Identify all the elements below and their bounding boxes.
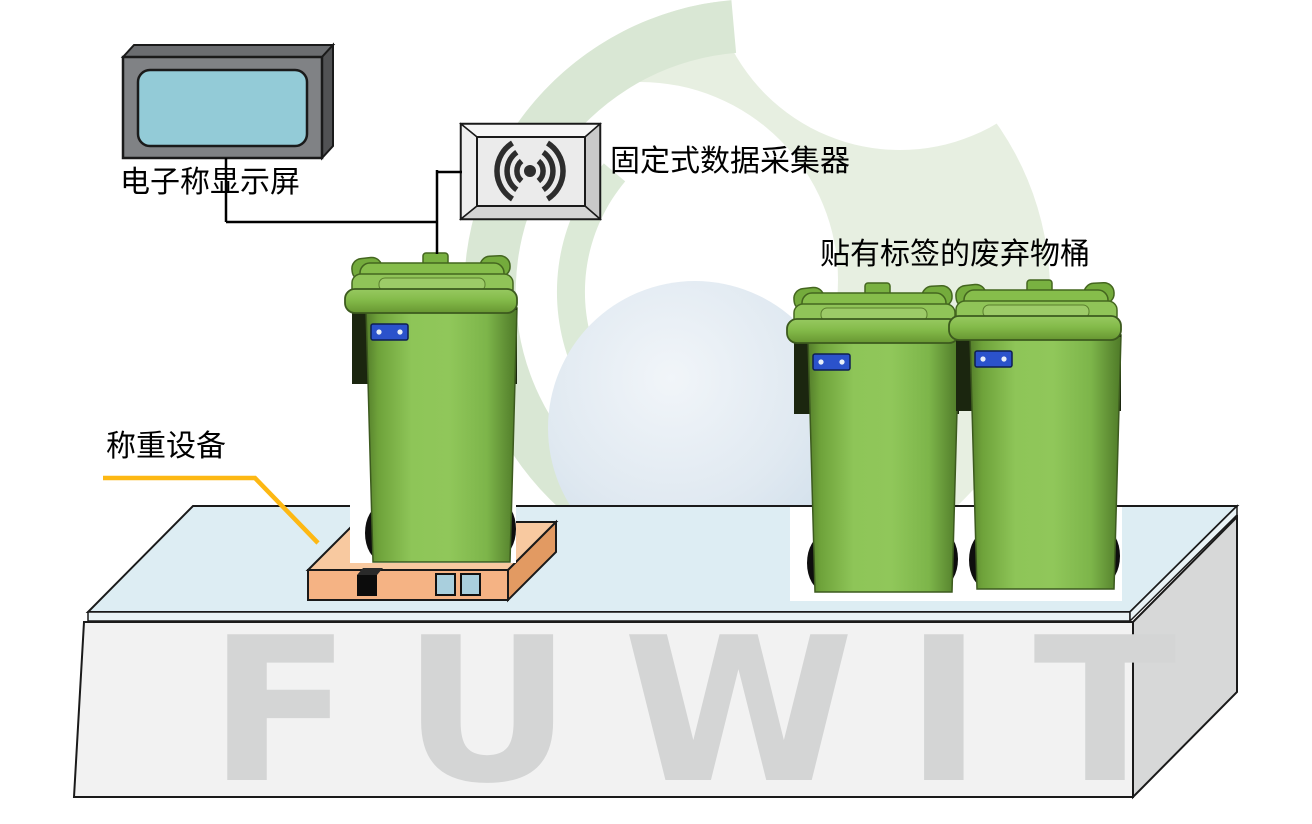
tagged-bins-label: 贴有标签的废弃物桶: [820, 238, 1090, 271]
rfid-reader: [458, 122, 603, 221]
platform-side-face: [1132, 514, 1238, 800]
platform-top-edge-right: [1129, 504, 1238, 623]
monitor-top-face: [120, 44, 336, 58]
rfid-frame-bevel-bottom: [458, 205, 603, 220]
rfid-frame-bevel-top: [458, 123, 603, 138]
scale-display: [120, 42, 336, 161]
rfid-frame-bevel-right: [584, 122, 601, 221]
fuwit-watermark: FUWIT: [208, 595, 1227, 824]
scale-knob: [357, 575, 377, 596]
rfid-wave-icon: [494, 140, 566, 202]
weighed-bin: [344, 252, 518, 563]
monitor-side-face: [321, 42, 334, 161]
leader-line: [103, 475, 320, 545]
collector-label: 固定式数据采集器: [610, 145, 850, 178]
connector-lines: [224, 158, 462, 254]
logo-sphere: [548, 281, 842, 575]
scale-button-1: [435, 573, 456, 596]
tagged-bin-1: [786, 282, 960, 593]
display-label: 电子称显示屏: [120, 166, 300, 199]
scale-button-2: [460, 573, 481, 596]
weighing-label: 称重设备: [106, 430, 226, 463]
monitor-screen: [136, 68, 309, 148]
tagged-bin-2: [948, 279, 1122, 590]
scale-knob-top: [357, 568, 383, 575]
rfid-frame-bevel-left: [460, 122, 478, 221]
